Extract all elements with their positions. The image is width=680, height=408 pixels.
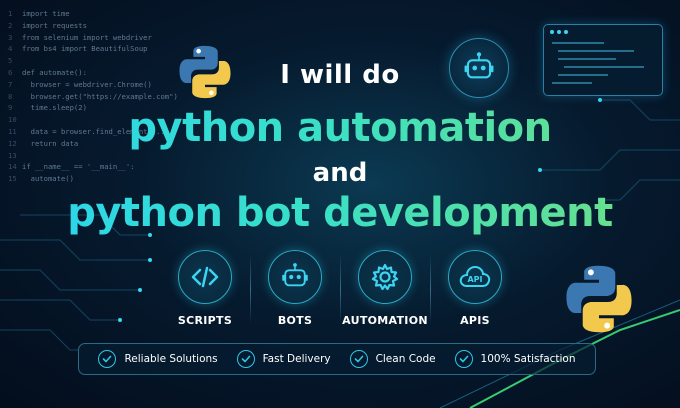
code-line: 15 automate()	[8, 173, 198, 185]
badge-label: Clean Code	[375, 353, 436, 365]
code-line: 12 return data	[8, 138, 198, 150]
line-number: 5	[8, 56, 13, 66]
feature-icon-circle	[178, 250, 232, 304]
check-circle-icon	[236, 350, 255, 368]
line-number: 7	[8, 79, 13, 89]
code-text: from selenium import webdriver	[22, 32, 152, 42]
code-window-decoration	[543, 24, 663, 96]
code-text: browser.get("https://example.com")	[22, 91, 178, 101]
line-number: 2	[8, 20, 13, 30]
headline-python-automation: python automation	[0, 105, 680, 151]
line-number: 10	[8, 114, 22, 126]
code-text: browser = webdriver.Chrome()	[22, 79, 152, 89]
code-line: 4 from bs4 import BeautifulSoup	[8, 43, 198, 55]
line-number: 15	[8, 174, 17, 184]
python-logo-large-icon	[566, 265, 632, 333]
code-line: 5	[8, 55, 198, 67]
badge-clean-code: Clean Code	[349, 350, 436, 368]
code-lines-icon	[550, 30, 644, 84]
code-line: 7 browser = webdriver.Chrome()	[8, 79, 198, 91]
code-line: 11 data = browser.find_elements(...	[8, 126, 198, 138]
feature-row: SCRIPTS BOTS AUTOMATION	[160, 250, 520, 332]
code-text: import requests	[22, 20, 87, 30]
code-line: 10	[8, 114, 198, 126]
check-circle-icon	[454, 350, 473, 368]
headline-and: and	[312, 158, 368, 188]
code-line: 9 time.sleep(2)	[8, 102, 198, 114]
feature-automation: AUTOMATION	[340, 250, 430, 332]
headline-intro: I will do	[280, 60, 400, 90]
feature-icon-circle	[268, 250, 322, 304]
line-number: 13	[8, 150, 17, 160]
code-line: 6 def automate():	[8, 67, 198, 79]
line-number: 3	[8, 32, 13, 42]
feature-bots: BOTS	[250, 250, 340, 332]
feature-scripts: SCRIPTS	[160, 250, 250, 332]
code-text: time.sleep(2)	[22, 102, 87, 114]
line-number: 8	[8, 91, 13, 101]
line-number: 1	[8, 9, 13, 18]
code-line: 13	[8, 150, 198, 162]
check-circle-icon	[349, 350, 368, 368]
code-line: 8 browser.get("https://example.com")	[8, 91, 198, 103]
code-line: 1 import time	[8, 8, 198, 20]
feature-icon-circle	[358, 250, 412, 304]
line-number: 4	[8, 44, 13, 54]
line-number: 14	[8, 162, 17, 172]
badge-satisfaction: 100% Satisfaction	[454, 350, 576, 368]
code-text: data = browser.find_elements(...	[22, 126, 170, 138]
check-circle-icon	[98, 350, 117, 368]
code-line: 3 from selenium import webdriver	[8, 32, 198, 44]
feature-icon-circle: API	[448, 250, 502, 304]
feature-label: AUTOMATION	[342, 314, 428, 327]
code-text: automate()	[22, 174, 74, 184]
line-number: 12	[8, 138, 22, 150]
gear-icon	[371, 263, 399, 291]
robot-badge	[449, 38, 509, 98]
code-text: def automate():	[22, 67, 87, 77]
badge-label: Fast Delivery	[262, 353, 331, 365]
badge-fast-delivery: Fast Delivery	[236, 350, 331, 368]
api-cloud-icon: API	[459, 265, 491, 287]
robot-icon	[464, 52, 494, 79]
feature-apis: API APIS	[430, 250, 520, 332]
feature-label: APIS	[460, 314, 490, 327]
robot-icon	[282, 263, 308, 287]
badge-label: 100% Satisfaction	[480, 353, 576, 365]
code-text: return data	[22, 138, 79, 150]
code-line: 14 if __name__ == '__main__':	[8, 161, 198, 173]
feature-label: SCRIPTS	[177, 314, 233, 327]
code-text: from bs4 import BeautifulSoup	[22, 44, 148, 54]
code-text: import time	[22, 9, 70, 18]
code-snippet: 1 import time 2 import requests 3 from seleni…	[8, 8, 198, 185]
code-icon	[191, 266, 219, 288]
headline-python-bot-development: python bot development	[0, 190, 680, 236]
benefits-bar: Reliable Solutions Fast Delivery Clean C…	[78, 343, 596, 375]
badge-label: Reliable Solutions	[124, 353, 218, 365]
line-number: 6	[8, 67, 13, 77]
badge-reliable-solutions: Reliable Solutions	[98, 350, 218, 368]
python-logo-icon	[179, 45, 231, 99]
code-text: if __name__ == '__main__':	[22, 162, 135, 172]
api-icon-text: API	[467, 275, 482, 284]
feature-label: BOTS	[277, 314, 313, 327]
code-line: 2 import requests	[8, 20, 198, 32]
line-number: 11	[8, 126, 22, 138]
line-number: 9	[8, 102, 22, 114]
